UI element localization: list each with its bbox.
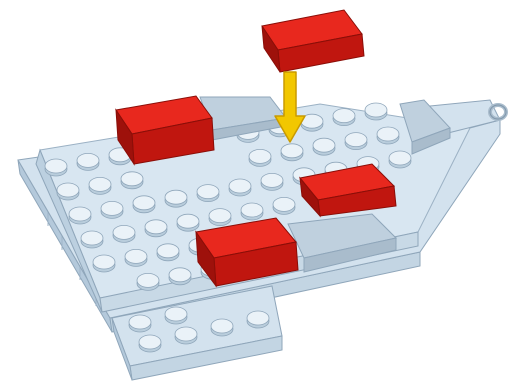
stud <box>101 201 123 218</box>
stud <box>57 183 79 200</box>
stud <box>133 196 155 213</box>
stud <box>313 138 335 155</box>
stud <box>69 207 91 224</box>
stud <box>137 273 159 290</box>
red-brick-incoming <box>262 10 364 72</box>
stud <box>157 244 179 261</box>
stud <box>365 103 387 120</box>
stud <box>241 203 263 220</box>
stud <box>121 172 143 189</box>
stud <box>197 185 219 202</box>
stud <box>145 220 167 237</box>
stud <box>377 127 399 144</box>
stud <box>175 327 197 344</box>
stud <box>165 307 187 324</box>
stud <box>249 149 271 166</box>
stud <box>209 209 231 226</box>
stud <box>93 255 115 272</box>
stud <box>261 173 283 190</box>
stud <box>345 133 367 150</box>
stud <box>247 311 269 328</box>
stud <box>177 214 199 231</box>
stud <box>389 151 411 168</box>
stud <box>273 197 295 214</box>
stud <box>229 179 251 196</box>
stud <box>211 319 233 336</box>
stud <box>281 144 303 161</box>
stud <box>89 177 111 194</box>
stud <box>165 190 187 207</box>
stud <box>129 315 151 332</box>
stud <box>45 159 67 176</box>
stud <box>77 153 99 170</box>
stud <box>125 249 147 266</box>
stud <box>81 231 103 248</box>
stud <box>333 109 355 126</box>
stud <box>113 225 135 242</box>
stud <box>139 335 161 352</box>
stud <box>169 268 191 285</box>
